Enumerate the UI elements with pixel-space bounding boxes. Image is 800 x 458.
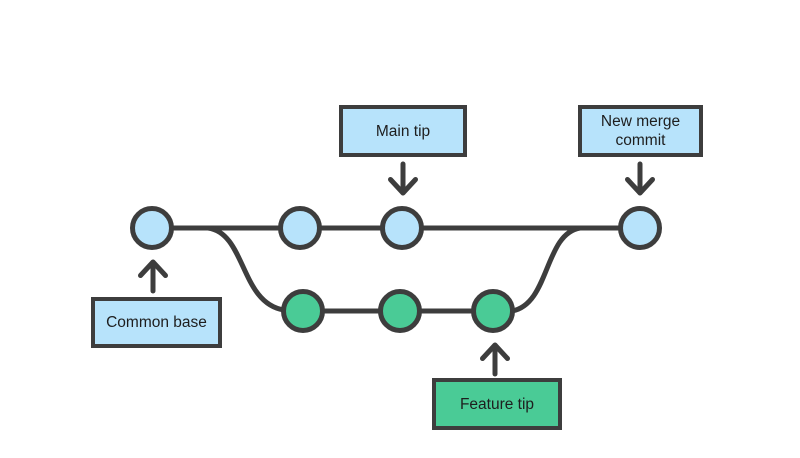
up-arrow-to-common-base — [138, 259, 168, 294]
main-tip-commit — [380, 206, 424, 250]
feature-tip-commit — [471, 289, 515, 333]
feature-commit-1-commit — [281, 289, 325, 333]
merge-in-curve — [509, 225, 583, 314]
new-merge-commit-label: New merge commit — [600, 113, 681, 149]
commit-layer — [130, 206, 662, 333]
branch-out-curve — [205, 225, 287, 313]
main-tip-label: Main tip — [375, 122, 431, 140]
common-base-label-box: Common base — [91, 297, 222, 348]
new-merge-commit-label-box: New merge commit — [578, 105, 703, 157]
down-arrow-to-merge-commit — [625, 161, 655, 196]
down-arrow-to-main-tip — [388, 161, 418, 196]
feature-tip-label: Feature tip — [459, 395, 535, 413]
up-arrow-to-feature-tip — [480, 342, 510, 377]
common-base-commit — [130, 206, 174, 250]
main-tip-label-box: Main tip — [339, 105, 467, 157]
new-merge-commit-commit — [618, 206, 662, 250]
common-base-label: Common base — [106, 314, 207, 331]
main-commit-2-commit — [278, 206, 322, 250]
feature-tip-label-box: Feature tip — [432, 378, 562, 430]
feature-commit-2-commit — [378, 289, 422, 333]
